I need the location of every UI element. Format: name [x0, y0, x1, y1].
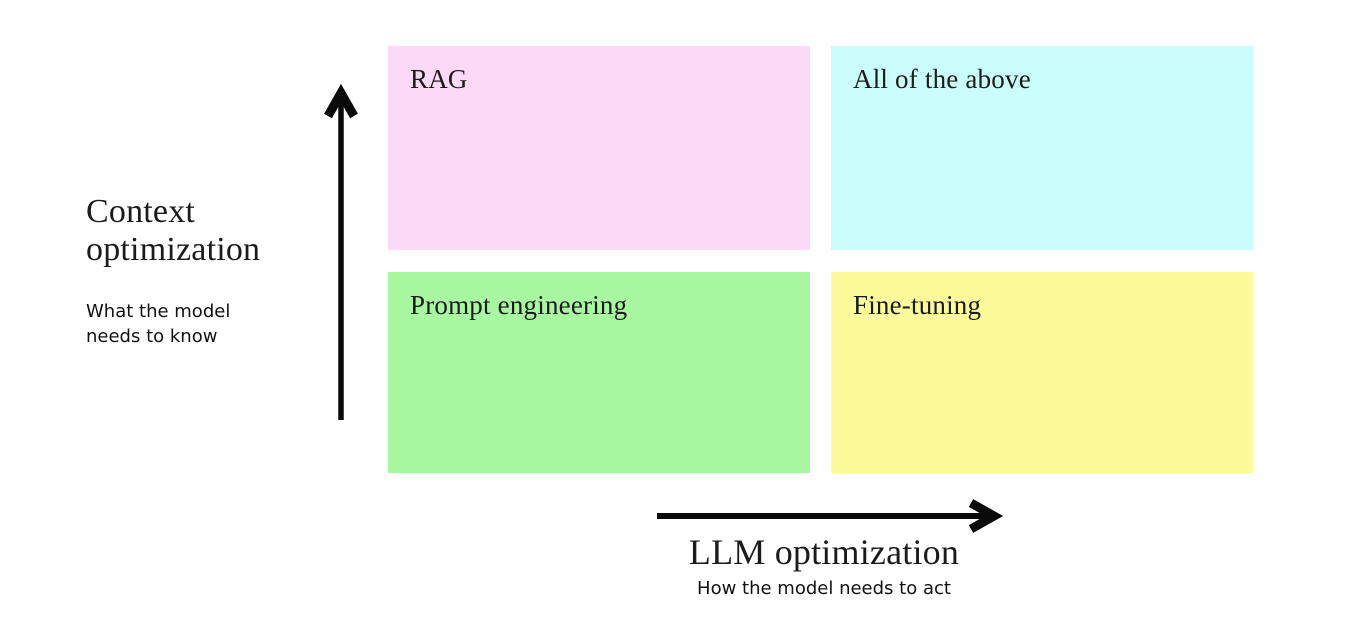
quadrant-prompt-engineering: Prompt engineering: [388, 272, 810, 473]
y-axis-title: Context optimization: [86, 193, 261, 269]
quadrant-all-of-the-above: All of the above: [831, 46, 1253, 250]
quadrant-label-fine-tuning: Fine-tuning: [853, 290, 982, 320]
quadrant-label-rag: RAG: [410, 64, 468, 94]
x-axis-title: LLM optimization: [688, 532, 960, 572]
y-axis-label-block: Context optimization What the model need…: [86, 193, 336, 349]
right-arrow-icon: [657, 499, 1004, 533]
quadrant-label-all-of-the-above: All of the above: [853, 64, 1031, 94]
quadrant-fine-tuning: Fine-tuning: [831, 272, 1253, 473]
y-axis-subtitle: What the model needs to know: [86, 300, 231, 347]
x-axis-label-block: LLM optimization How the model needs to …: [648, 532, 1000, 601]
quadrant-label-prompt-engineering: Prompt engineering: [410, 290, 628, 320]
x-axis-subtitle: How the model needs to act: [697, 578, 951, 600]
quadrant-rag: RAG: [388, 46, 810, 250]
up-arrow-icon: [324, 84, 358, 420]
